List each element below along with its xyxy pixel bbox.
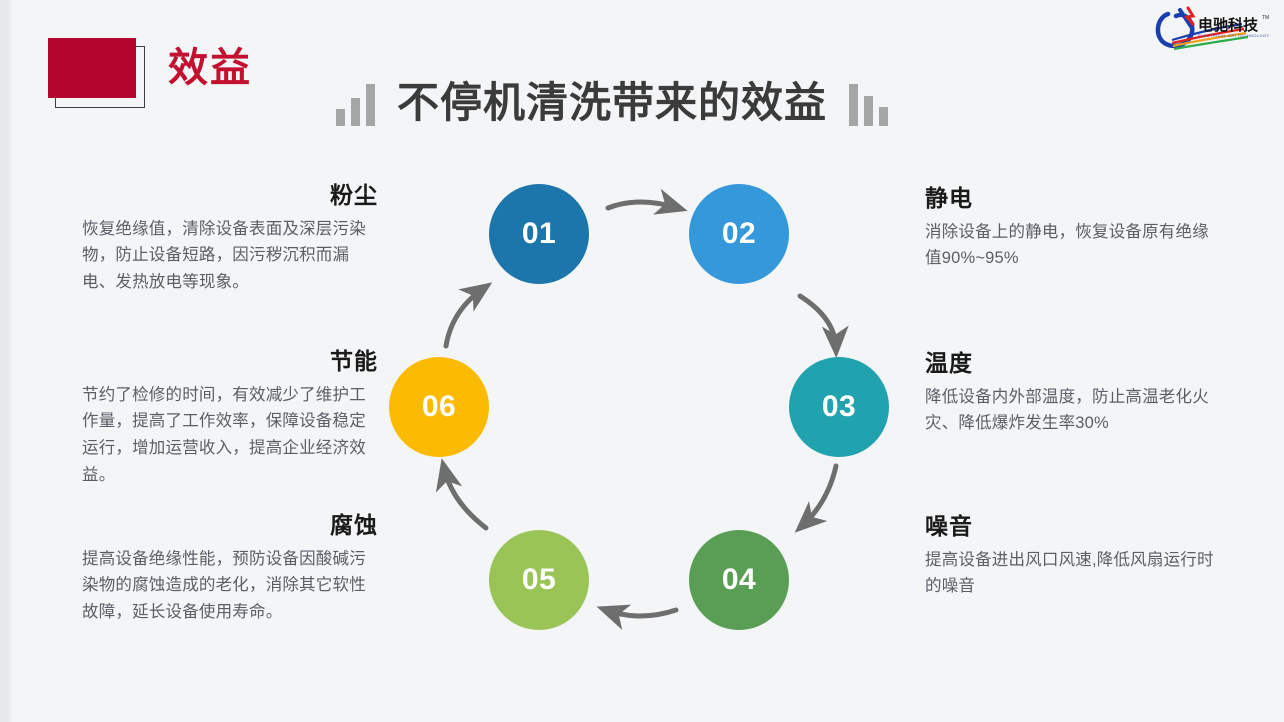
info-block-energy-title: 节能 [330,348,378,374]
left-edge-band-inner [9,0,12,722]
svg-text:电驰科技: 电驰科技 [1198,16,1259,34]
section-label: 效益 [168,46,252,90]
info-block-corrosion-body: 提高设备绝缘性能，预防设备因酸碱污染物的腐蚀造成的老化，消除其它软性故障，延长设… [82,549,366,622]
info-block-static-body: 消除设备上的静电，恢复设备原有绝缘值90%~95% [925,222,1209,268]
info-block-dust-body: 恢复绝缘值，清除设备表面及深层污染物，防止设备短路，因污秽沉积而漏电、发热放电等… [82,219,366,292]
title-row: 不停机清洗带来的效益 [336,68,889,126]
info-block-corrosion-title: 腐蚀 [330,512,378,538]
bar-chart-right-icon [849,82,889,126]
bar-chart-left-icon [336,82,375,126]
cycle-node-06[interactable]: 06 [389,357,489,457]
company-logo: 电驰科技 ELECTRICAL DRI TECHNOLOGY TM [1150,4,1274,54]
section-badge [48,38,158,110]
cycle-node-05[interactable]: 05 [489,530,589,630]
cycle-node-04[interactable]: 04 [689,530,789,630]
cycle-node-01[interactable]: 01 [489,184,589,284]
info-block-static: 静电 消除设备上的静电，恢复设备原有绝缘值90%~95% [925,185,1221,272]
svg-text:TM: TM [1262,15,1269,21]
info-block-noise: 噪音 提高设备进出风口风速,降低风扇运行时的噪音 [925,513,1221,600]
page-title: 不停机清洗带来的效益 [397,79,828,126]
info-block-noise-body: 提高设备进出风口风速,降低风扇运行时的噪音 [925,550,1214,596]
info-block-dust: 粉尘 恢复绝缘值，清除设备表面及深层污染物，防止设备短路，因污秽沉积而漏电、发热… [82,182,378,296]
cycle-node-03[interactable]: 03 [789,357,889,457]
info-block-energy-body: 节约了检修的时间，有效减少了维护工作量，提高了工作效率，保障设备稳定运行，增加运… [82,385,366,484]
info-block-static-title: 静电 [925,185,973,211]
info-block-corrosion: 腐蚀 提高设备绝缘性能，预防设备因酸碱污染物的腐蚀造成的老化，消除其它软性故障，… [82,512,378,626]
info-block-energy: 节能 节约了检修的时间，有效减少了维护工作量，提高了工作效率，保障设备稳定运行，… [82,348,378,488]
info-block-noise-title: 噪音 [925,513,973,539]
badge-fill-shape [48,38,136,98]
cycle-node-02[interactable]: 02 [689,184,789,284]
info-block-temperature-body: 降低设备内外部温度，防止高温老化火灾、降低爆炸发生率30% [925,387,1209,433]
info-block-dust-title: 粉尘 [330,182,378,208]
info-block-temperature: 温度 降低设备内外部温度，防止高温老化火灾、降低爆炸发生率30% [925,350,1221,437]
svg-text:ELECTRICAL DRI TECHNOLOGY: ELECTRICAL DRI TECHNOLOGY [1198,33,1270,38]
left-edge-band [0,0,9,722]
info-block-temperature-title: 温度 [925,350,973,376]
